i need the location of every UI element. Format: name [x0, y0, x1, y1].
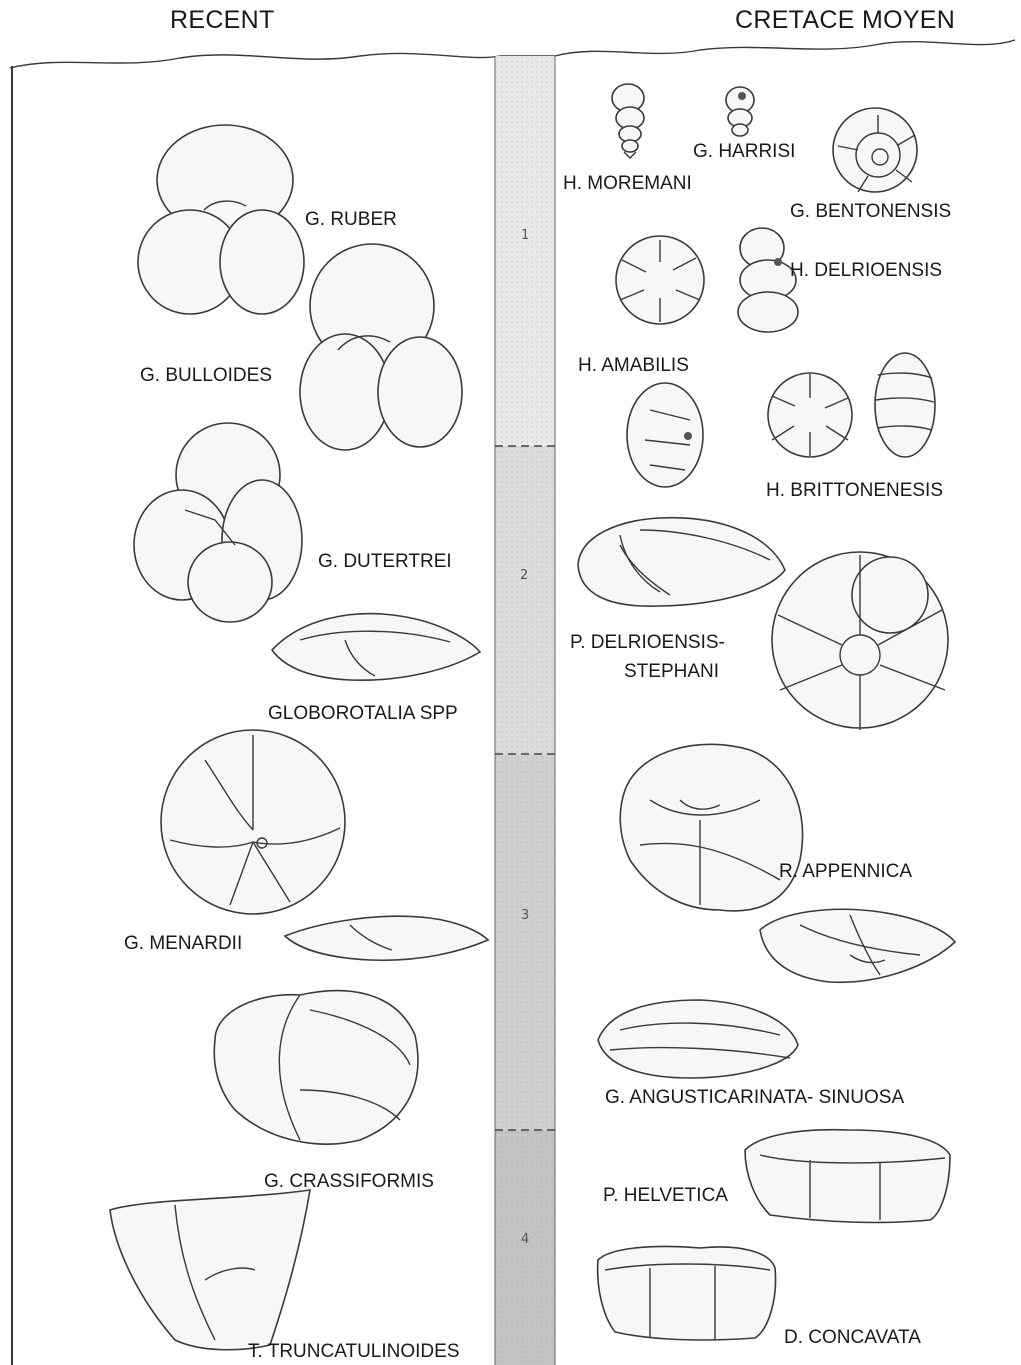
- specimen-g-bulloides: [300, 244, 462, 450]
- label-g-bulloides: G. BULLOIDES: [140, 366, 272, 385]
- specimen-h-delrioensis: [738, 228, 798, 332]
- header-cretace-moyen: CRETACE MOYEN: [735, 6, 955, 35]
- zone-number-4: 4: [521, 1232, 529, 1247]
- label-g-menardii: G. MENARDII: [124, 934, 242, 953]
- label-g-angusticarinata-sinuosa: G. ANGUSTICARINATA- SINUOSA: [605, 1088, 904, 1107]
- label-stephani: STEPHANI: [624, 662, 719, 681]
- specimen-g-ruber: [138, 125, 304, 314]
- specimen-g-angusticarinata-sinuosa: [598, 1000, 798, 1078]
- specimen-globorotalia-spp: [272, 614, 480, 681]
- label-p-helvetica: P. HELVETICA: [603, 1186, 728, 1205]
- specimen-r-appennica: [620, 744, 802, 911]
- label-h-moremani: H. MOREMANI: [563, 174, 692, 193]
- label-g-dutertrei: G. DUTERTREI: [318, 552, 452, 571]
- label-h-delrioensis: H. DELRIOENSIS: [790, 261, 942, 280]
- label-g-harrisi: G. HARRISI: [693, 142, 795, 161]
- label-g-ruber: G. RUBER: [305, 210, 397, 229]
- specimen-g-menardii-side: [285, 916, 488, 960]
- specimen-g-harrisi: [726, 87, 754, 136]
- label-g-bentonensis: G. BENTONENSIS: [790, 202, 951, 221]
- specimen-h-amabilis: [616, 236, 704, 324]
- specimen-p-helvetica: [745, 1130, 950, 1223]
- label-p-delrioensis: P. DELRIOENSIS-: [570, 633, 725, 652]
- specimen-d-concavata: [598, 1247, 776, 1341]
- label-h-amabilis: H. AMABILIS: [578, 356, 689, 375]
- label-t-truncatulinoides: T. TRUNCATULINOIDES: [248, 1342, 460, 1361]
- specimen-h-amabilis-2: [627, 383, 703, 487]
- zone-number-2: 2: [520, 568, 528, 583]
- label-h-brittonenesis: H. BRITTONENESIS: [766, 481, 943, 500]
- specimen-t-truncatulinoides: [110, 1190, 310, 1350]
- label-g-crassiformis: G. CRASSIFORMIS: [264, 1172, 434, 1191]
- specimen-g-dutertrei: [134, 423, 302, 622]
- label-globorotalia-spp: GLOBOROTALIA SPP: [268, 704, 458, 723]
- specimen-h-brittonenesis: [768, 353, 935, 457]
- label-d-concavata: D. CONCAVATA: [784, 1328, 921, 1347]
- specimen-p-delrioensis-stephani-side: [578, 518, 785, 606]
- zone-number-1: 1: [521, 228, 529, 243]
- zone-number-3: 3: [521, 908, 529, 923]
- specimen-h-moremani: [612, 84, 644, 158]
- label-r-appennica: R. APPENNICA: [779, 862, 912, 881]
- zone-column: [495, 56, 555, 1365]
- specimen-r-appennica-side: [760, 909, 955, 982]
- specimen-g-menardii: [161, 730, 345, 914]
- specimen-p-delrioensis-stephani-face: [772, 552, 948, 730]
- specimen-g-crassiformis: [214, 991, 418, 1144]
- header-recent: RECENT: [170, 6, 275, 35]
- specimen-g-bentonensis: [833, 108, 917, 192]
